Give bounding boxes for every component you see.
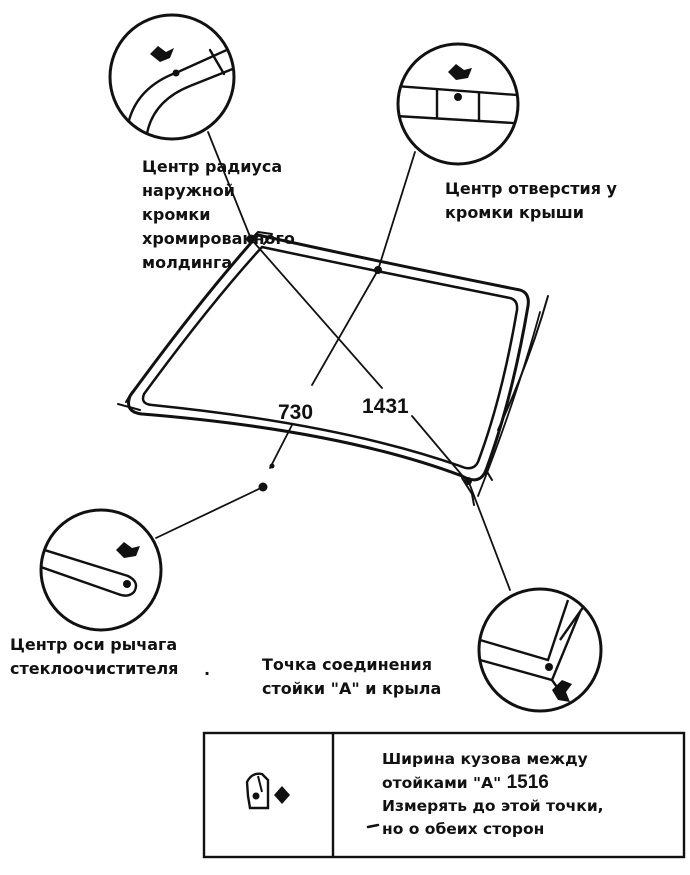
label-line: Точка соединения: [262, 655, 433, 674]
leader-roof-hole: [377, 151, 416, 271]
pillar-marker-icon: [245, 772, 290, 810]
body-edge-left: [117, 391, 141, 411]
callout-roof-hole-detail: [396, 42, 520, 166]
label-line: кромки крыши: [445, 203, 585, 222]
label-line: Центр радиуса: [142, 157, 283, 176]
dimension-730: 730: [278, 401, 314, 424]
label-line: кромки: [142, 205, 211, 224]
point-730-mark: [269, 463, 275, 469]
label-pillar-joint: Точка соединения стойки "А" и крыла: [262, 653, 441, 701]
label-line: Центр оси рычага: [10, 635, 178, 654]
point-molding-center: [246, 234, 256, 244]
arrow-icon: [552, 680, 572, 702]
wiper-label-period: .: [204, 660, 211, 679]
legend-line-4: но о обеих сторон: [382, 820, 545, 838]
legend-line-1: Ширина кузова между: [382, 750, 588, 768]
label-line: хромированного: [142, 229, 295, 248]
leader-wiper: [155, 486, 264, 539]
label-line: стеклоочистителя: [10, 659, 179, 678]
legend-marker-dash: [366, 823, 380, 829]
label-wiper-pivot: Центр оси рычага стеклоочистителя: [10, 633, 178, 681]
point-roof-hole: [374, 266, 382, 274]
label-line: молдинга: [142, 253, 233, 272]
label-molding-center: Центр радиуса наружной кромки хромирован…: [142, 155, 295, 275]
arrow-icon: [150, 46, 174, 62]
legend-width-value: 1516: [506, 772, 549, 793]
legend-line-2: отойками "А" 1516: [382, 771, 604, 795]
legend-description: Ширина кузова между отойками "А" 1516 Из…: [382, 748, 604, 841]
leader-molding: [207, 131, 252, 240]
measure-line-730: [269, 269, 379, 469]
arrow-icon: [116, 542, 140, 558]
point-wiper-pivot: [258, 482, 268, 492]
leader-pillar: [467, 479, 511, 591]
arrow-icon: [448, 64, 472, 80]
callout-wiper-detail: [39, 508, 163, 632]
dimension-1431: 1431: [362, 395, 409, 418]
measure-line-1431: [250, 238, 467, 481]
legend-box: [202, 731, 686, 859]
callout-pillar-detail: [477, 587, 603, 713]
label-roof-hole: Центр отверстия у кромки крыши: [445, 177, 617, 225]
callout-molding-detail: [108, 13, 236, 141]
label-line: стойки "А" и крыла: [262, 679, 442, 698]
point-pillar-joint: [464, 477, 472, 485]
windshield-inner-outline: [141, 245, 519, 470]
legend-line-3: Измерять до этой точки,: [382, 797, 604, 815]
label-line: Центр отверстия у: [445, 179, 617, 198]
legend-line-2-text: отойками "А": [382, 774, 502, 792]
label-line: наружной: [142, 181, 235, 200]
body-edge-bottom-right: [461, 469, 493, 506]
